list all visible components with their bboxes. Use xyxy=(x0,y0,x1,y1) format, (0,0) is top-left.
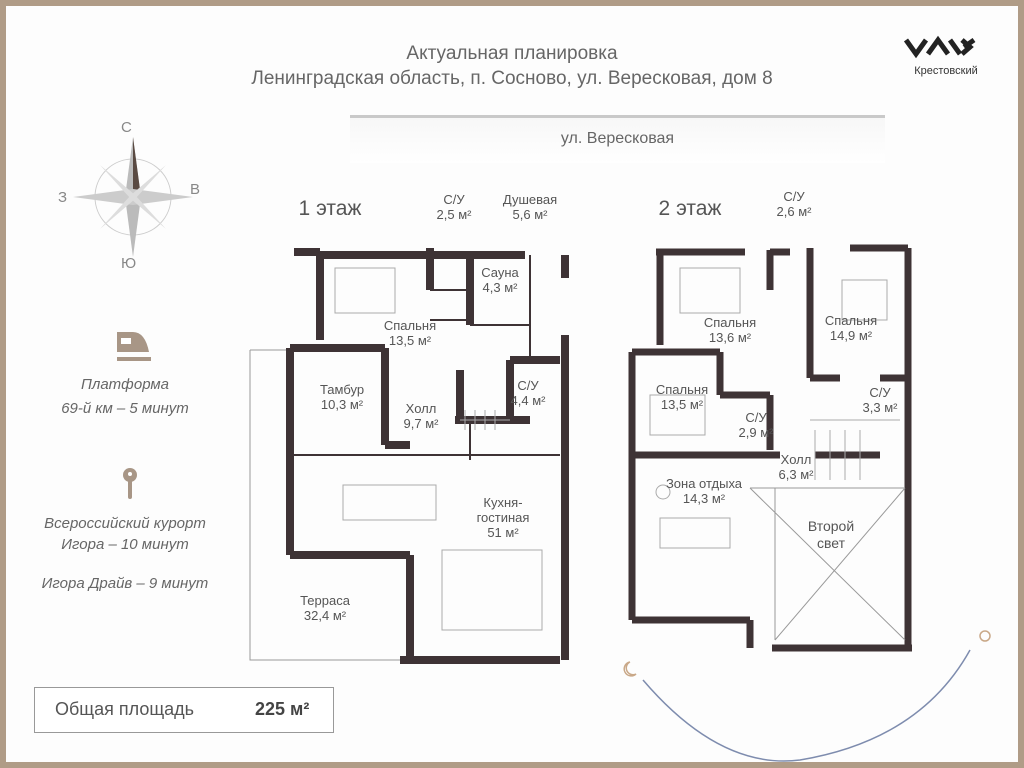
sun-path-arc xyxy=(642,649,971,762)
floor1-title: 1 этаж xyxy=(298,197,362,220)
platform-time: 69-й км – 5 минут xyxy=(61,400,189,417)
logo-mark-icon xyxy=(903,35,976,59)
logo: Крестовский xyxy=(903,32,988,77)
page-title: Актуальная планировка xyxy=(406,43,618,64)
location-pin-icon xyxy=(123,468,137,499)
street-name: ул. Вересковая xyxy=(560,130,675,147)
logo-text: Крестовский xyxy=(914,65,978,77)
compass: С Ю З В xyxy=(55,115,215,285)
compass-south: Ю xyxy=(121,255,137,272)
train-icon xyxy=(117,332,151,361)
resort-title: Всероссийский курорт xyxy=(44,515,206,532)
compass-west: З xyxy=(58,189,68,206)
platform-title: Платформа xyxy=(80,376,169,393)
compass-east: В xyxy=(190,181,201,198)
total-area-box: Общая площадь 225 м² xyxy=(34,687,334,733)
street-banner: ул. Вересковая xyxy=(350,115,885,163)
address: Ленинградская область, п. Сосново, ул. В… xyxy=(251,68,773,89)
drive-time: Игора Драйв – 9 минут xyxy=(41,575,209,592)
total-area-value: 225 м² xyxy=(255,699,310,719)
floor2-title: 2 этаж xyxy=(658,197,722,220)
total-area-label: Общая площадь xyxy=(55,699,195,719)
sun-icon xyxy=(979,630,991,642)
floor1-plan xyxy=(249,248,569,664)
floor2-plan xyxy=(628,244,912,652)
sun-path xyxy=(623,630,991,762)
compass-north: С xyxy=(121,119,132,136)
resort-time: Игора – 10 минут xyxy=(61,536,189,553)
compass-rose-icon xyxy=(73,137,193,257)
moon-icon xyxy=(623,661,637,677)
